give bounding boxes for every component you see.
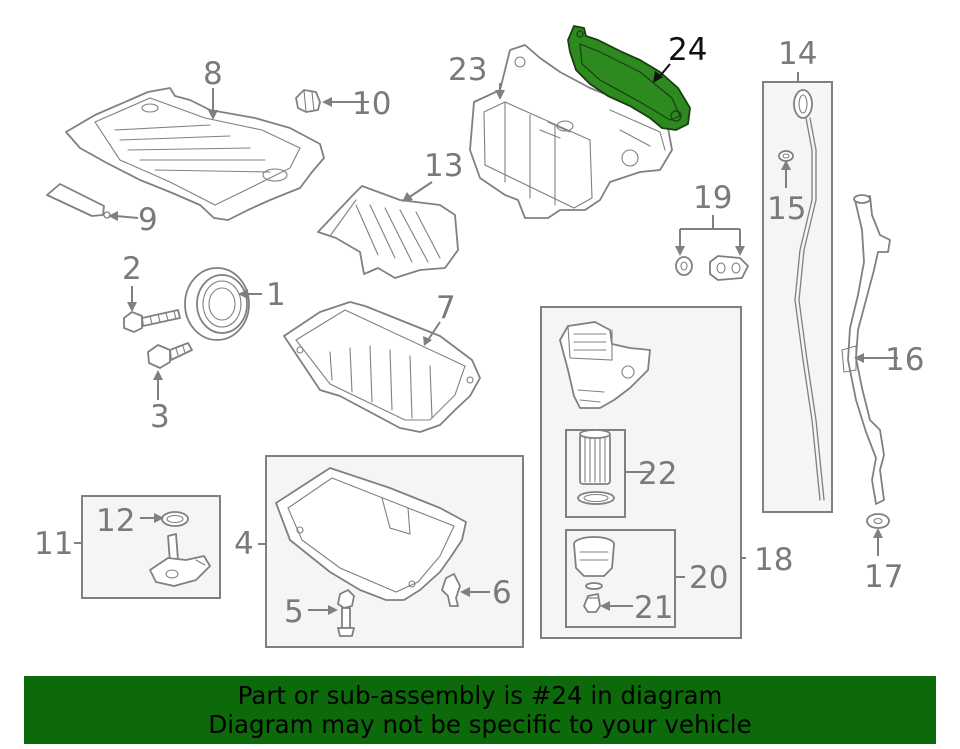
part-3-bolt — [147, 342, 193, 369]
part-17-washer — [866, 513, 890, 529]
callout-23: 23 — [448, 52, 487, 88]
callout-1: 1 — [266, 277, 286, 313]
part-8-upper-oil-pan — [65, 87, 325, 221]
part-1-pulley — [184, 267, 250, 341]
group-box-14 — [762, 81, 833, 513]
banner-line-disclaimer: Diagram may not be specific to your vehi… — [208, 710, 752, 739]
part-19-seals — [675, 255, 749, 281]
info-banner: Part or sub-assembly is #24 in diagram D… — [24, 676, 936, 744]
callout-22: 22 — [638, 456, 677, 492]
part-18-filter-housing — [559, 321, 651, 409]
callout-9: 9 — [138, 202, 158, 238]
part-15-o-ring — [778, 150, 794, 162]
callout-5: 5 — [284, 594, 304, 630]
part-12-o-ring — [161, 511, 189, 527]
callout-4: 4 — [234, 526, 254, 562]
callout-16: 16 — [885, 342, 924, 378]
callout-2: 2 — [122, 251, 142, 287]
group-box-11 — [81, 495, 221, 599]
callout-labels: 8 10 9 1 2 3 13 23 24 7 14 15 16 17 19 2… — [34, 32, 924, 630]
part-13-baffle — [317, 185, 459, 279]
leader-lines — [74, 63, 898, 615]
part-22-filter-element — [577, 429, 615, 505]
callout-8: 8 — [203, 56, 223, 92]
part-4-oil-pan — [275, 467, 467, 601]
part-2-bolt — [123, 309, 181, 333]
callout-21: 21 — [634, 590, 673, 626]
part-16-dipstick-tube — [841, 194, 891, 505]
callout-24: 24 — [668, 32, 707, 68]
callout-6: 6 — [492, 575, 512, 611]
part-5-bolt — [337, 589, 355, 637]
callout-7: 7 — [436, 290, 456, 326]
part-14-dipstick — [793, 89, 825, 501]
callout-3: 3 — [150, 399, 170, 435]
callout-18: 18 — [754, 542, 793, 578]
callout-14: 14 — [778, 36, 817, 72]
part-10-plug — [295, 89, 321, 113]
part-9-gasket — [46, 183, 111, 219]
part-21-drain-plug — [583, 593, 601, 613]
callout-19: 19 — [693, 180, 732, 216]
banner-line-part: Part or sub-assembly is #24 in diagram — [237, 681, 723, 710]
part-20-filter-cap — [573, 536, 615, 590]
callout-15: 15 — [767, 191, 806, 227]
part-23-module — [469, 44, 673, 219]
callout-12: 12 — [96, 503, 135, 539]
part-24-gasket-highlighted — [567, 25, 691, 131]
part-11-sensor — [149, 533, 211, 587]
part-6-clip — [441, 573, 461, 607]
callout-10: 10 — [352, 86, 391, 122]
callout-13: 13 — [424, 148, 463, 184]
callout-20: 20 — [689, 560, 728, 596]
callout-17: 17 — [864, 559, 903, 595]
callout-11: 11 — [34, 526, 73, 562]
